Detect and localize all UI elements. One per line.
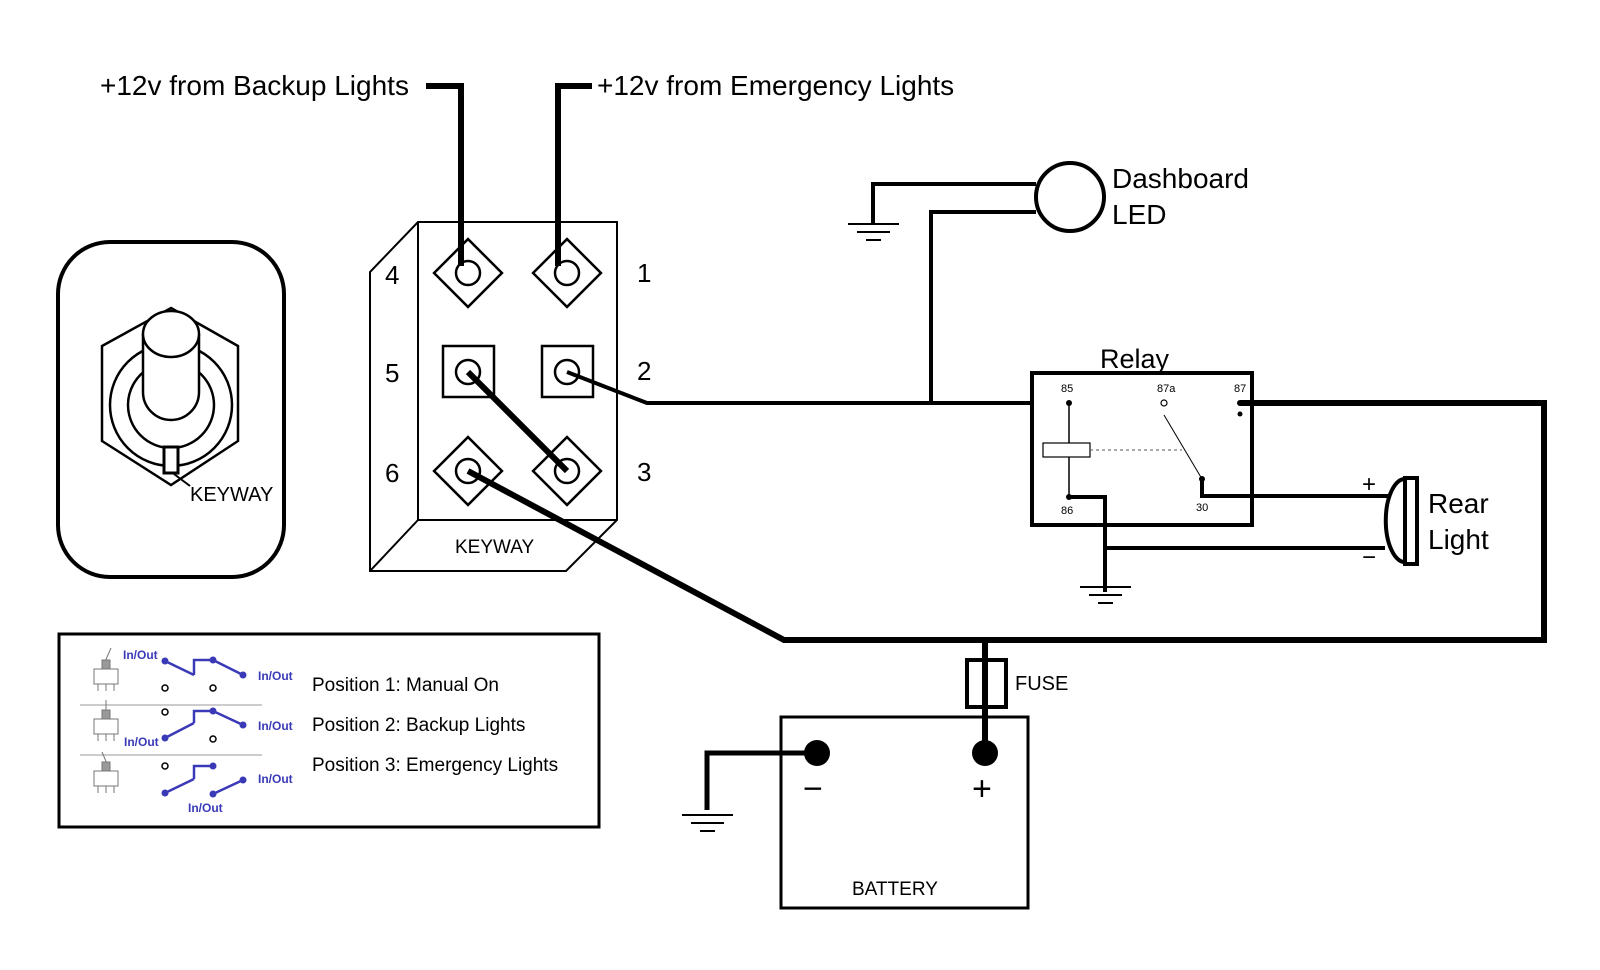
pin-label-2: 2 [637,356,651,386]
label-backup-lights: +12v from Backup Lights [100,70,409,101]
ground-battery [682,814,733,832]
battery-plus-label: + [972,770,992,808]
relay-pin-30: 30 [1196,502,1208,514]
position-legend: In/Out In/Out Position 1: Manual On [57,632,601,829]
toggle-down-icon [93,751,119,793]
legend-position-1: Position 1: Manual On [312,675,499,696]
legend-row-3: In/Out In/Out Position 3: Emergency Ligh… [93,751,558,815]
label-keyway-rear: KEYWAY [455,537,535,558]
label-led: LED [1112,199,1166,230]
wire-battery-negative-ground [704,750,817,810]
contact-schematic-3: In/Out In/Out [161,762,293,815]
in-out-label-3b: In/Out [258,772,293,786]
legend-row-1: In/Out In/Out Position 1: Manual On [93,647,499,696]
battery: − + BATTERY [779,715,1030,910]
pin-label-6: 6 [385,458,399,488]
legend-position-2: Position 2: Backup Lights [312,715,525,736]
in-out-label-3a: In/Out [188,801,223,815]
relay-pin-87: 87 [1234,383,1246,395]
label-emergency-lights: +12v from Emergency Lights [597,70,954,101]
switch-rear-view: 4 5 6 1 2 3 KEYWAY [369,221,651,572]
in-out-label-1a: In/Out [123,648,158,662]
relay-pin-87a: 87a [1157,383,1176,395]
switch-pin-2 [540,344,595,399]
fuse [965,658,1008,709]
label-keyway-front: KEYWAY [190,484,273,506]
contact-schematic-2: In/Out In/Out [124,707,293,749]
battery-minus-label: − [803,770,823,808]
switch-pin-6 [432,435,504,507]
label-fuse: FUSE [1015,673,1068,695]
rear-light: + − Rear Light [1362,471,1489,571]
wire-relay30-to-rear-light [1200,479,1388,498]
in-out-label-2a: In/Out [124,735,159,749]
in-out-label-1b: In/Out [258,669,293,683]
label-light: Light [1428,524,1489,555]
switch-pin-4 [432,237,504,309]
contact-schematic-1: In/Out In/Out [123,648,293,692]
legend-row-2: In/Out In/Out Position 2: Backup Lights [93,700,525,749]
ground-relay [1080,586,1131,604]
toggle-switch-front: KEYWAY [56,240,286,579]
pin-label-4: 4 [385,260,399,290]
wire-backup-lights [426,83,464,266]
label-battery: BATTERY [852,879,938,900]
legend-position-3: Position 3: Emergency Lights [312,755,558,776]
relay-pin-86: 86 [1061,505,1073,517]
relay-pin-85: 85 [1061,383,1073,395]
pin-label-1: 1 [637,258,651,288]
switch-pin-5 [441,344,496,399]
wire-relay87-battery-loop [466,400,1547,643]
label-dashboard: Dashboard [1112,163,1249,194]
label-relay: Relay [1100,344,1170,374]
pin-label-5: 5 [385,358,399,388]
in-out-label-2b: In/Out [258,719,293,733]
wire-emergency-lights [555,83,592,266]
wire-jumper-5-3 [465,369,570,474]
toggle-center-icon [93,700,119,741]
rear-light-minus: − [1362,544,1376,571]
relay: Relay 85 87a 87 86 30 [1030,344,1254,527]
dashboard-led: Dashboard LED [848,161,1249,241]
pin-label-3: 3 [637,457,651,487]
wire-relay86-to-ground [1069,495,1107,592]
switch-pin-1 [531,237,603,309]
wire-to-dashboard-led [929,210,1036,403]
rear-light-plus: + [1362,471,1376,498]
label-rear: Rear [1428,488,1489,519]
toggle-up-icon [93,647,119,691]
